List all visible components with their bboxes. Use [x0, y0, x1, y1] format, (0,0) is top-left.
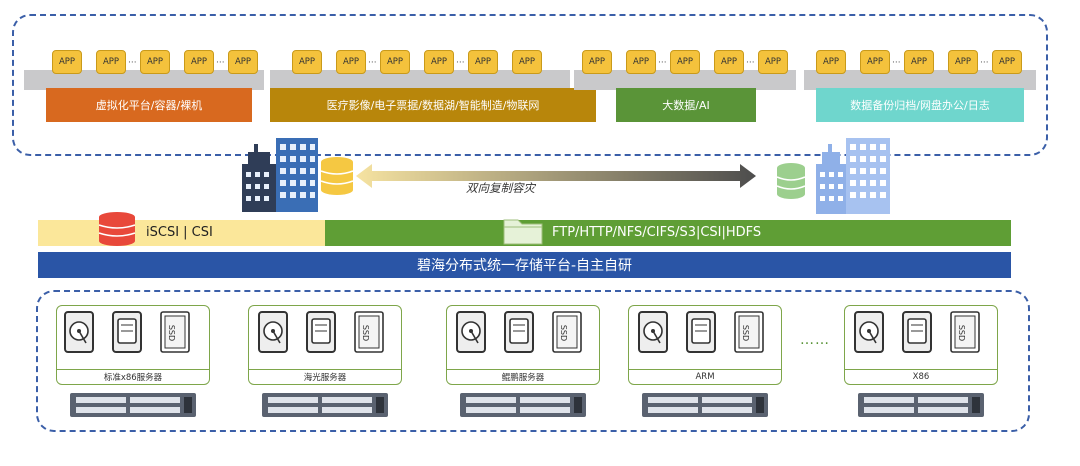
app-block: APP [860, 50, 890, 74]
file-protocol-label: FTP/HTTP/NFS/CIFS/S3|CSI|HDFS [552, 225, 762, 240]
ellipsis: …… [800, 332, 830, 348]
app-block: APP [670, 50, 700, 74]
file-protocol-bar [325, 220, 1011, 246]
ssd-icon: SSD [354, 311, 384, 353]
rack-server-icon [262, 393, 388, 417]
folder-icon [503, 219, 543, 245]
replication-label: 双向复制容灾 [466, 181, 535, 195]
server-group-label: 鲲鹏服务器 [447, 369, 599, 384]
app-group-1: 虚拟化平台/容器/裸机 [24, 68, 264, 128]
block-storage-icon [98, 212, 136, 246]
ellipsis: ··· [746, 58, 755, 68]
app-group-shelf [24, 70, 264, 90]
svg-text:SSD: SSD [957, 325, 966, 341]
ellipsis: ··· [216, 58, 225, 68]
app-block: APP [904, 50, 934, 74]
rack-server-icon [70, 393, 196, 417]
app-block: APP [758, 50, 788, 74]
server-group-label: 标准x86服务器 [57, 369, 209, 384]
svg-text:SSD: SSD [559, 325, 568, 341]
app-block: APP [184, 50, 214, 74]
hdd-icon [258, 311, 288, 353]
app-group-3: 大数据/AI [574, 68, 796, 128]
ellipsis: ··· [980, 58, 989, 68]
app-block: APP [582, 50, 612, 74]
hdd-icon [504, 311, 534, 353]
ssd-icon: SSD [734, 311, 764, 353]
block-protocol-bar [38, 220, 325, 246]
rack-server-icon [642, 393, 768, 417]
hdd-icon [638, 311, 668, 353]
server-group-label: ARM [629, 369, 781, 384]
server-group-label: 海光服务器 [249, 369, 401, 384]
app-group-shelf [574, 70, 796, 90]
application-layer-frame [12, 14, 1048, 156]
hdd-icon [902, 311, 932, 353]
app-block: APP [468, 50, 498, 74]
app-block: APP [948, 50, 978, 74]
datacenter-right-icon [816, 138, 890, 214]
app-group-shelf [270, 70, 570, 90]
ellipsis: ··· [368, 58, 377, 68]
app-group-label: 医疗影像/电子票据/数据湖/智能制造/物联网 [270, 88, 596, 122]
svg-text:SSD: SSD [741, 325, 750, 341]
hdd-icon [456, 311, 486, 353]
ssd-icon: SSD [950, 311, 980, 353]
replication-arrow-icon [356, 164, 756, 188]
ssd-icon: SSD [552, 311, 582, 353]
server-group-label: X86 [845, 369, 997, 384]
app-group-shelf [804, 70, 1036, 90]
hdd-icon [686, 311, 716, 353]
ssd-icon: SSD [160, 311, 190, 353]
hardware-layer-frame [36, 290, 1030, 432]
app-block: APP [52, 50, 82, 74]
app-block: APP [336, 50, 366, 74]
svg-text:SSD: SSD [361, 325, 370, 341]
app-block: APP [140, 50, 170, 74]
ellipsis: ··· [456, 58, 465, 68]
app-group-label: 大数据/AI [616, 88, 756, 122]
platform-title: 碧海分布式统一存储平台-自主自研 [38, 252, 1011, 278]
app-block: APP [424, 50, 454, 74]
app-block: APP [292, 50, 322, 74]
database-right-icon [776, 163, 806, 199]
hdd-icon [854, 311, 884, 353]
hdd-icon [64, 311, 94, 353]
rack-server-icon [858, 393, 984, 417]
app-block: APP [816, 50, 846, 74]
app-block: APP [228, 50, 258, 74]
app-group-4: 数据备份归档/网盘办公/日志 [804, 68, 1036, 128]
app-group-2: 医疗影像/电子票据/数据湖/智能制造/物联网 [270, 68, 596, 128]
rack-server-icon [460, 393, 586, 417]
svg-text:SSD: SSD [167, 325, 176, 341]
ellipsis: ··· [658, 58, 667, 68]
app-block: APP [96, 50, 126, 74]
ellipsis: ··· [892, 58, 901, 68]
block-protocol-label: iSCSI | CSI [146, 225, 213, 240]
database-left-icon [320, 157, 354, 195]
app-block: APP [380, 50, 410, 74]
app-block: APP [992, 50, 1022, 74]
app-block: APP [512, 50, 542, 74]
app-group-label: 虚拟化平台/容器/裸机 [46, 88, 252, 122]
datacenter-left-icon [242, 138, 318, 212]
app-group-label: 数据备份归档/网盘办公/日志 [816, 88, 1024, 122]
app-block: APP [626, 50, 656, 74]
ellipsis: ··· [128, 58, 137, 68]
hdd-icon [306, 311, 336, 353]
app-block: APP [714, 50, 744, 74]
hdd-icon [112, 311, 142, 353]
